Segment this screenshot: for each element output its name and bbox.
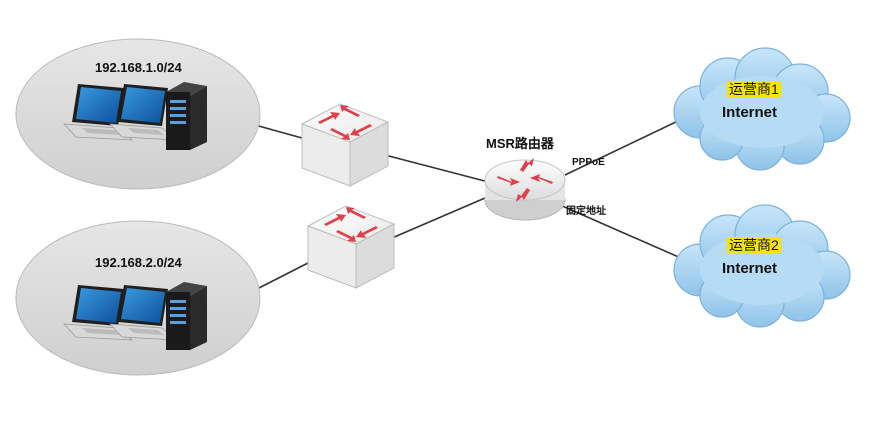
- lan2-subnet-label: 192.168.2.0/24: [95, 255, 182, 270]
- isp2-name-label: 运营商2: [727, 237, 781, 254]
- link-router-isp1: [564, 119, 681, 176]
- lan1-group: [15, 38, 261, 190]
- laptop-icon: [109, 84, 178, 141]
- link-router-isp2: [559, 204, 691, 263]
- switch2-icon: [306, 205, 396, 289]
- server-icon: [166, 282, 207, 350]
- switch1-icon: [300, 103, 390, 187]
- link-lan2-switch2: [254, 262, 309, 291]
- router-label: MSR路由器: [486, 136, 554, 151]
- pppoe-link-label: PPPoE: [572, 157, 605, 168]
- laptop-icon: [109, 285, 178, 341]
- connection-lines: [254, 119, 691, 291]
- link-switch1-router: [384, 154, 501, 186]
- router-icon: [484, 158, 566, 221]
- isp2-internet-label: Internet: [722, 260, 778, 277]
- fixed-address-link-label: 固定地址: [566, 206, 606, 217]
- server-icon: [166, 82, 207, 150]
- lan1-subnet-label: 192.168.1.0/24: [95, 60, 182, 75]
- isp1-name-label: 运营商1: [727, 81, 781, 98]
- link-switch2-router: [391, 197, 486, 239]
- link-lan1-switch1: [254, 124, 303, 139]
- isp1-internet-label: Internet: [722, 104, 778, 121]
- lan2-group: [15, 220, 261, 376]
